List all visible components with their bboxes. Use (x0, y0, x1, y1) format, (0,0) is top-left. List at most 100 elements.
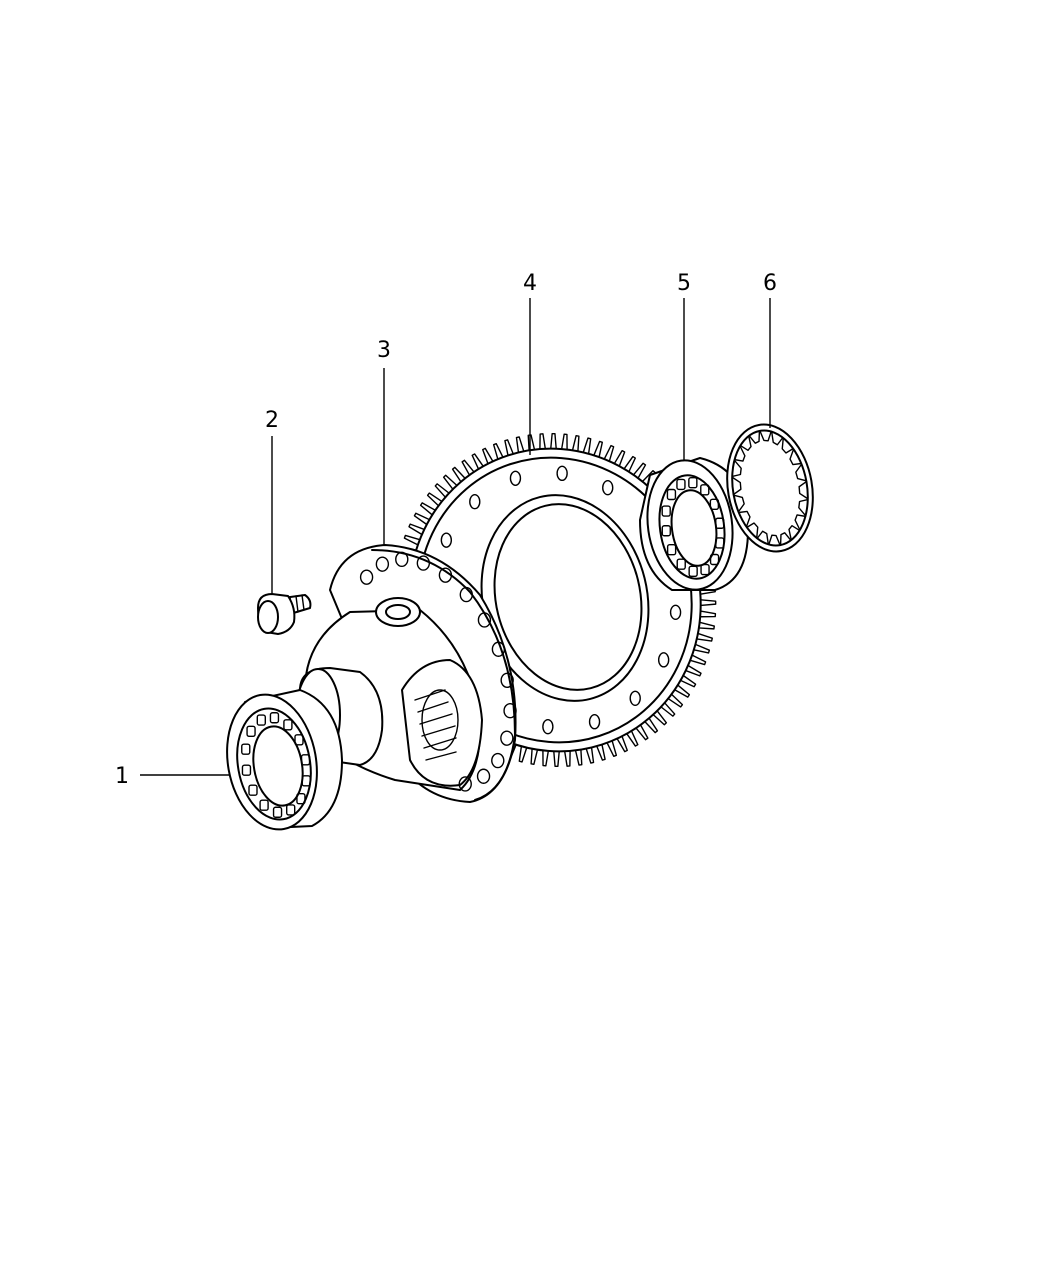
bearing-roller (666, 488, 677, 501)
gear-tooth (527, 434, 536, 452)
shim-tooth (739, 435, 752, 451)
gear-tooth (699, 610, 717, 618)
gear-tooth (667, 693, 684, 708)
gear-bolt-hole (588, 714, 601, 730)
gear-bolt-hole (602, 479, 614, 496)
case-bolt-hole (395, 551, 409, 568)
gear-tooth (492, 442, 504, 460)
gear-bolt-hole (669, 604, 682, 621)
bearing-roller (246, 725, 256, 737)
gear-tooth (626, 730, 639, 747)
shim-tooth (794, 514, 807, 531)
gear-tooth (451, 466, 466, 483)
bearing-1 (226, 689, 343, 831)
gear-tooth (693, 643, 711, 654)
case-bolt-hole (500, 672, 514, 688)
shim-tooth (770, 430, 784, 446)
gear-bolt-hole (440, 532, 453, 548)
bearing-roller (283, 719, 293, 731)
gear-bolt-hole (556, 465, 568, 482)
case-bolt-hole (503, 703, 517, 719)
case-bolt-hole (359, 569, 374, 585)
gear-tooth (660, 702, 676, 717)
gear-tooth (698, 621, 715, 630)
bearing-1-rollers (241, 712, 311, 818)
bearing-roller (256, 714, 266, 726)
gear-tooth (542, 749, 550, 767)
bearing-roller (676, 478, 686, 491)
gear-tooth (603, 444, 615, 462)
gear-tooth (530, 748, 539, 765)
bearing-roller (715, 517, 725, 529)
gear-tooth (623, 455, 636, 473)
gear-bolt-hole (469, 494, 481, 510)
callout-2: 2 (265, 408, 279, 433)
gear-tooth (571, 435, 580, 452)
gear-tooth (518, 745, 528, 763)
shim-6-inner-teeth (731, 430, 809, 546)
gear-tooth (515, 436, 525, 454)
bearing-roller (676, 558, 686, 570)
gear-tooth (539, 433, 547, 450)
bearing-roller (294, 734, 304, 746)
shim-tooth (759, 430, 772, 442)
bearing-roller (709, 553, 720, 566)
gear-tooth (550, 432, 557, 450)
gear-bolt-hole (509, 470, 522, 486)
bearing-roller (688, 565, 698, 577)
differential-case-3 (295, 544, 517, 803)
shim-tooth (789, 448, 802, 466)
gear-tooth (471, 453, 484, 470)
bearing-roller (272, 806, 283, 818)
gear-tooth (582, 437, 592, 455)
shim-tooth (731, 476, 742, 496)
shim-tooth (748, 430, 761, 444)
bearing-roller (269, 712, 280, 724)
bearing-5-rollers (661, 477, 725, 577)
callout-5: 5 (677, 271, 691, 296)
shim-tooth (746, 522, 759, 539)
callout-3: 3 (377, 338, 391, 363)
bearing-roller (248, 784, 258, 796)
gear-tooth (482, 447, 494, 465)
gear-tooth (413, 512, 431, 526)
bearing-roller (259, 799, 269, 811)
gear-tooth (563, 750, 571, 767)
bearing-roller (688, 477, 698, 489)
gear-bolt-hole (657, 652, 670, 668)
bearing-roller (700, 563, 710, 576)
case-bolt-hole (459, 586, 473, 603)
gear-tooth (679, 674, 697, 688)
gear-tooth (616, 735, 628, 753)
gear-tooth (504, 439, 514, 457)
shim-tooth (795, 463, 807, 482)
case-bolt-hole (477, 612, 492, 628)
shim-tooth (768, 534, 781, 546)
case-bolt-hole (375, 556, 390, 572)
gear-tooth (596, 743, 606, 761)
shim-tooth (738, 510, 751, 528)
gear-tooth (685, 664, 702, 677)
case-bolt-hole (491, 752, 505, 769)
shim-tooth (798, 480, 809, 500)
bearing-roller (296, 793, 306, 805)
bearing-roller (661, 525, 671, 537)
shim-6 (726, 423, 814, 553)
gear-tooth (632, 462, 647, 479)
shim-tooth (779, 532, 792, 546)
shim-tooth (781, 437, 794, 454)
bearing-roller (241, 764, 252, 776)
gear-tooth (403, 534, 421, 546)
gear-tooth (408, 523, 425, 536)
bearing-roller (286, 804, 296, 816)
bolt-2 (257, 593, 312, 635)
gear-tooth (635, 724, 649, 741)
case-bolt-hole (438, 567, 453, 583)
shim-tooth (731, 459, 742, 478)
gear-tooth (673, 684, 691, 698)
shim-tooth (798, 498, 809, 517)
gear-tooth (434, 483, 450, 498)
callout-labels: 1 2 3 4 5 6 (115, 271, 777, 789)
leader-lines (140, 298, 771, 776)
